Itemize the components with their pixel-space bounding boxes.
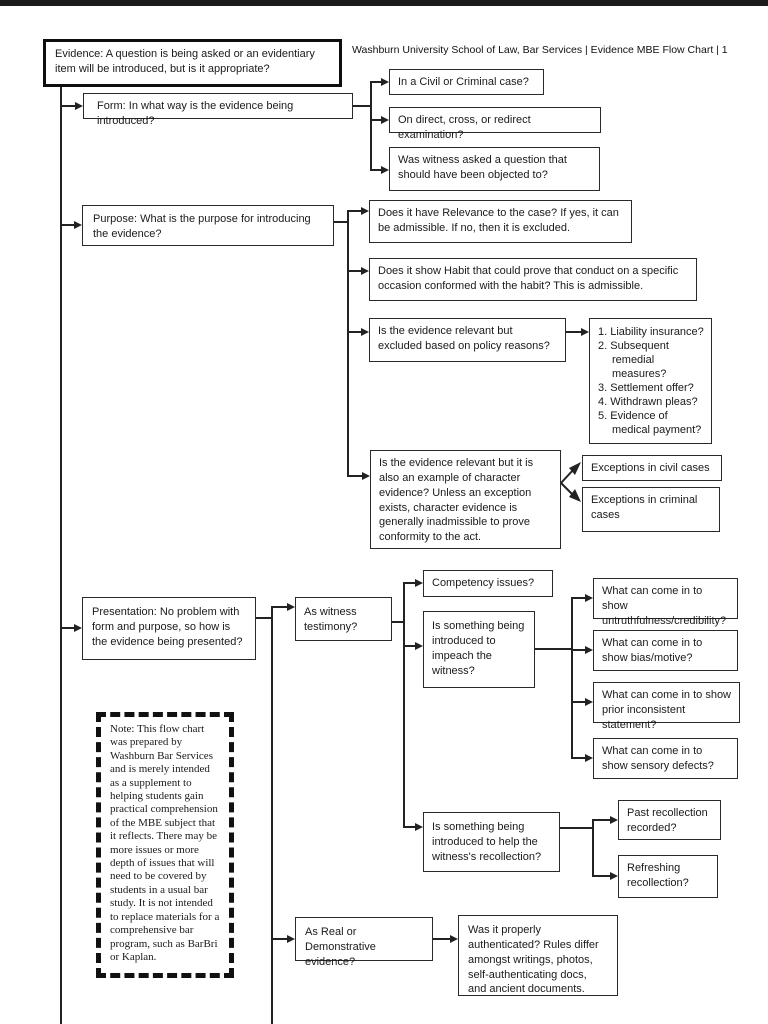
arrowhead-icon (585, 594, 593, 602)
node-habit: Does it show Habit that could prove that… (369, 258, 697, 301)
connector (592, 875, 610, 877)
arrowhead-icon (74, 221, 82, 229)
arrowhead-icon (381, 166, 389, 174)
connector-trunk (60, 87, 62, 1024)
connector (347, 210, 362, 212)
node-evidence: Evidence: A question is being asked or a… (43, 39, 342, 87)
connector (403, 645, 415, 647)
arrowhead-icon (287, 603, 295, 611)
arrowhead-icon (361, 267, 369, 275)
node-policy-list: 1. Liability insurance? 2. Subsequent re… (589, 318, 712, 444)
arrowhead-icon (74, 624, 82, 632)
connector (403, 826, 415, 828)
top-border-bar (0, 0, 768, 6)
node-recollection: Is something being introduced to help th… (423, 812, 560, 872)
connector (592, 819, 610, 821)
connector (271, 606, 273, 1024)
connector (571, 757, 585, 759)
connector (347, 475, 363, 477)
arrowhead-icon (415, 823, 423, 831)
connector (571, 649, 585, 651)
arrowhead-icon (450, 935, 458, 943)
arrowhead-icon (381, 78, 389, 86)
node-past-recollection: Past recollection recorded? (618, 800, 721, 840)
node-impeach: Is something being introduced to impeach… (423, 611, 535, 688)
node-policy: Is the evidence relevant but excluded ba… (369, 318, 566, 362)
policy-list-item: 1. Liability insurance? (598, 326, 704, 338)
note-box: Note: This flow chart was prepared by Wa… (96, 712, 234, 978)
arrowhead-icon (585, 698, 593, 706)
node-show-untruthfulness: What can come in to show untruthfulness/… (593, 578, 738, 627)
connector (271, 938, 287, 940)
arrowhead-icon (287, 935, 295, 943)
node-exceptions-civil: Exceptions in civil cases (582, 455, 722, 481)
arrowhead-icon (415, 579, 423, 587)
connector (566, 331, 582, 333)
connector (334, 221, 347, 223)
connector (571, 597, 585, 599)
diagonal-arrows (560, 462, 581, 502)
connector (392, 621, 403, 623)
connector (370, 169, 382, 171)
policy-list-item: 4. Withdrawn pleas? (598, 396, 698, 408)
connector (271, 606, 287, 608)
node-civil-criminal: In a Civil or Criminal case? (389, 69, 544, 95)
node-purpose: Purpose: What is the purpose for introdu… (82, 205, 334, 246)
policy-list-item: 2. Subsequent remedial measures? (598, 340, 669, 380)
node-refreshing-recollection: Refreshing recollection? (618, 855, 718, 898)
node-relevance: Does it have Relevance to the case? If y… (369, 200, 632, 243)
arrowhead-icon (381, 116, 389, 124)
arrowhead-icon (415, 642, 423, 650)
node-character: Is the evidence relevant but it is also … (370, 450, 561, 549)
arrowhead-icon (610, 816, 618, 824)
connector (535, 648, 571, 650)
page-title: Washburn University School of Law, Bar S… (352, 44, 728, 56)
connector (370, 81, 372, 171)
node-authenticated: Was it properly authenticated? Rules dif… (458, 915, 618, 996)
node-objected: Was witness asked a question that should… (389, 147, 600, 191)
node-presentation: Presentation: No problem with form and p… (82, 597, 256, 660)
node-examination: On direct, cross, or redirect examinatio… (389, 107, 601, 141)
node-witness-testimony: As witness testimony? (295, 597, 392, 641)
policy-list-item: 5. Evidence of medical payment? (598, 410, 702, 436)
connector (256, 617, 272, 619)
arrowhead-icon (361, 207, 369, 215)
connector (60, 627, 75, 629)
connector (571, 701, 585, 703)
connector (353, 105, 370, 107)
connector (60, 105, 76, 107)
arrowhead-icon (610, 872, 618, 880)
arrowhead-icon (361, 328, 369, 336)
connector (403, 582, 415, 584)
node-show-sensory: What can come in to show sensory defects… (593, 738, 738, 779)
arrowhead-icon (362, 472, 370, 480)
arrowhead-icon (75, 102, 83, 110)
policy-list-item: 3. Settlement offer? (598, 382, 694, 394)
connector (347, 331, 362, 333)
node-competency: Competency issues? (423, 570, 553, 597)
node-form: Form: In what way is the evidence being … (83, 93, 353, 127)
connector (370, 119, 382, 121)
node-show-prior-inconsistent: What can come in to show prior inconsist… (593, 682, 740, 731)
arrowhead-icon (581, 328, 589, 336)
connector (560, 827, 592, 829)
connector (433, 938, 450, 940)
connector (347, 210, 349, 477)
node-show-bias: What can come in to show bias/motive? (593, 630, 738, 671)
connector (347, 270, 362, 272)
arrowhead-icon (585, 754, 593, 762)
connector (403, 582, 405, 828)
connector (571, 597, 573, 759)
connector (592, 819, 594, 877)
arrowhead-icon (585, 646, 593, 654)
node-exceptions-criminal: Exceptions in criminal cases (582, 487, 720, 532)
connector (60, 224, 75, 226)
node-real-demonstrative: As Real or Demonstrative evidence? (295, 917, 433, 968)
connector (370, 81, 382, 83)
